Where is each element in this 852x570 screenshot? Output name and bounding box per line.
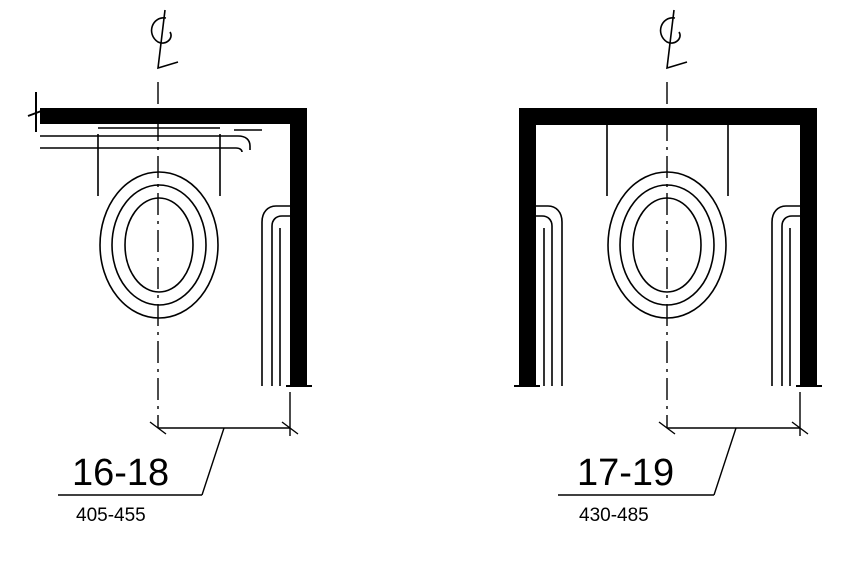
side-grab-bar-right-a bbox=[536, 205, 563, 386]
water-closet-right bbox=[606, 125, 729, 319]
centerline-symbol bbox=[659, 9, 688, 70]
water-closet-left bbox=[97, 127, 221, 319]
rear-grab-bar bbox=[40, 129, 262, 153]
dimension-line-left bbox=[58, 392, 299, 496]
dimension-line-right bbox=[558, 392, 809, 496]
figure-left: 16-18 405-455 bbox=[27, 9, 312, 526]
dimension-mm-left: 405-455 bbox=[76, 505, 146, 526]
figure-right: 17-19 430-485 bbox=[514, 9, 822, 526]
side-grab-bar-right-b bbox=[771, 205, 800, 386]
dimension-mm-right: 430-485 bbox=[579, 505, 649, 526]
dimension-inches-left: 16-18 bbox=[72, 452, 169, 494]
back-wall bbox=[27, 92, 312, 387]
side-grab-bar-left bbox=[261, 205, 290, 386]
stall-walls bbox=[514, 108, 822, 387]
dimension-inches-right: 17-19 bbox=[577, 452, 674, 494]
centerline-symbol bbox=[150, 9, 179, 70]
